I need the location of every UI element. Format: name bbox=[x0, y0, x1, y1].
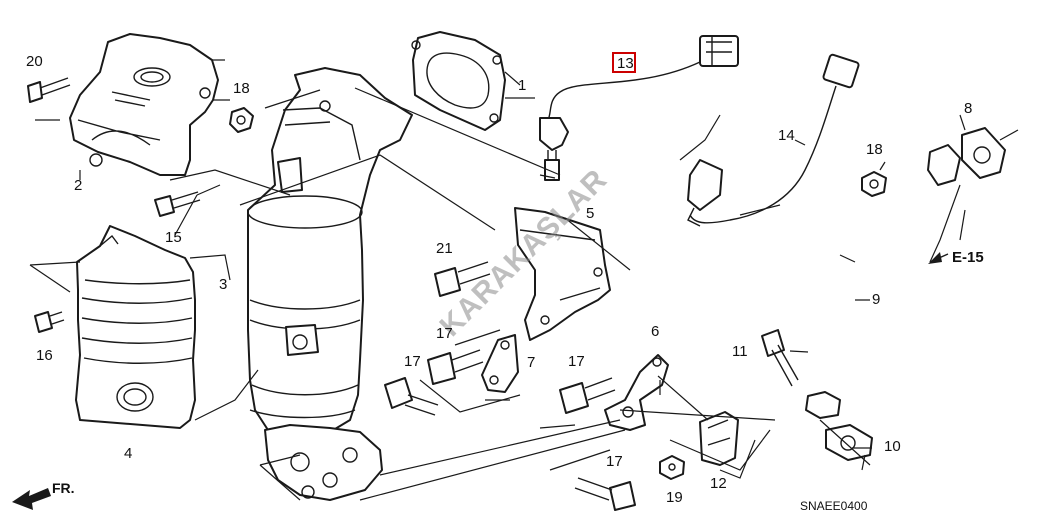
egr-gasket-lower bbox=[825, 424, 873, 461]
callout-19: 19 bbox=[666, 489, 683, 506]
callout-6: 6 bbox=[651, 323, 659, 340]
callout-18-right: 18 bbox=[866, 141, 883, 158]
diagram-code: SNAEE0400 bbox=[800, 499, 868, 513]
bolt-11 bbox=[761, 329, 799, 387]
callout-9: 9 bbox=[872, 291, 880, 308]
bolt-21 bbox=[434, 261, 491, 297]
egr-pipe bbox=[805, 144, 961, 419]
callout-14: 14 bbox=[778, 127, 795, 144]
callout-13: 13 bbox=[617, 55, 634, 72]
callout-18-left: 18 bbox=[233, 80, 250, 97]
callout-8: 8 bbox=[964, 100, 972, 117]
converter-bracket bbox=[514, 207, 611, 341]
nut-18-right bbox=[861, 171, 887, 197]
front-direction-arrow: FR. bbox=[12, 480, 75, 510]
callout-20: 20 bbox=[26, 53, 43, 70]
callout-12: 12 bbox=[710, 475, 727, 492]
reference-arrow-e15: E-15 bbox=[928, 249, 984, 266]
nut-18-left bbox=[229, 107, 254, 133]
callout-16: 16 bbox=[36, 347, 53, 364]
bolt-17d bbox=[574, 477, 636, 511]
upper-heat-shield bbox=[69, 33, 219, 176]
callout-17-b: 17 bbox=[404, 353, 421, 370]
hanger-rubber-12 bbox=[699, 411, 739, 466]
callout-4: 4 bbox=[124, 445, 132, 462]
front-arrow-label: FR. bbox=[52, 480, 75, 496]
callout-17-a: 17 bbox=[436, 325, 453, 342]
callout-21: 21 bbox=[436, 240, 453, 257]
bolt-17b bbox=[384, 377, 439, 416]
callout-17-d: 17 bbox=[606, 453, 623, 470]
callout-13-box bbox=[612, 52, 636, 73]
bolt-20 bbox=[27, 77, 71, 103]
callout-3: 3 bbox=[219, 276, 227, 293]
callout-7: 7 bbox=[527, 354, 535, 371]
callout-2: 2 bbox=[74, 177, 82, 194]
bolt-16 bbox=[34, 311, 65, 333]
catalytic-converter bbox=[247, 67, 413, 501]
lower-heat-shield bbox=[75, 225, 196, 429]
bolt-15 bbox=[154, 191, 201, 217]
leader-lines bbox=[29, 59, 1019, 501]
hanger-bracket-6 bbox=[604, 354, 669, 431]
nut-19 bbox=[659, 455, 685, 480]
callout-10: 10 bbox=[884, 438, 901, 455]
oxygen-sensor-secondary bbox=[687, 53, 860, 227]
bolt-17c bbox=[559, 377, 616, 414]
oxygen-sensor-primary bbox=[539, 35, 739, 181]
reference-label-e15: E-15 bbox=[952, 249, 984, 266]
egr-gasket-upper bbox=[961, 127, 1006, 179]
exhaust-gasket bbox=[411, 31, 506, 131]
small-bracket-7 bbox=[481, 334, 519, 393]
callout-15: 15 bbox=[165, 229, 182, 246]
bolt-17a bbox=[427, 349, 484, 385]
callout-1: 1 bbox=[518, 77, 526, 94]
callout-11: 11 bbox=[732, 343, 748, 360]
callout-5: 5 bbox=[586, 205, 594, 222]
callout-13-highlight: 13 bbox=[612, 52, 636, 73]
callout-17-c: 17 bbox=[568, 353, 585, 370]
